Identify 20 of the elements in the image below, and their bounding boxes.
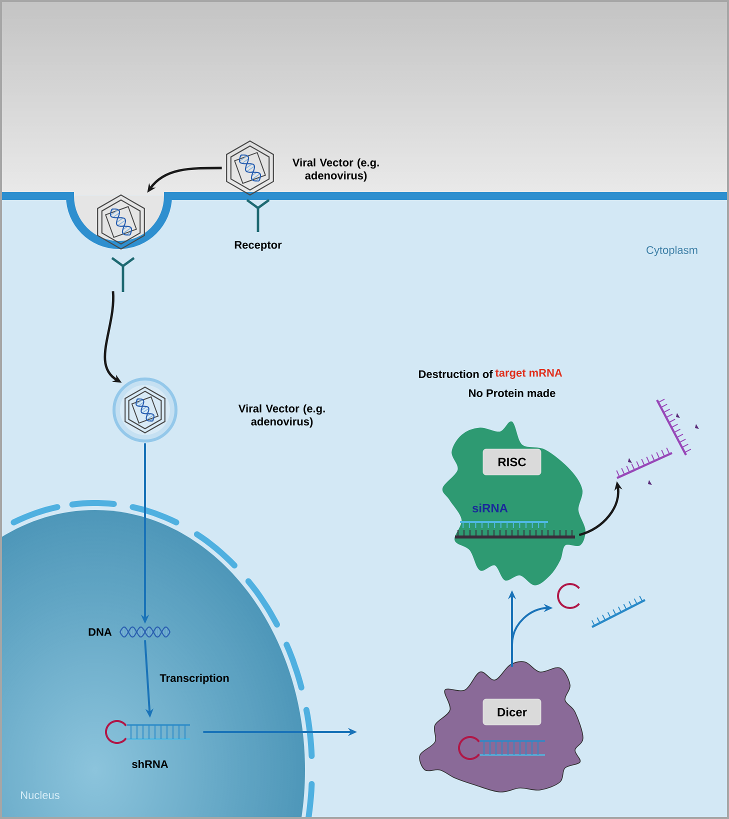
edge-label: Transcription — [160, 674, 229, 684]
vesicle-drawing — [112, 378, 178, 442]
text-label: Cytoplasm — [646, 246, 698, 256]
text-label: No Protein made — [469, 388, 556, 398]
text-label: Viral Vector (e.g. adenovirus) — [292, 158, 379, 182]
virus-drawing — [97, 194, 145, 292]
degraded-mrna-drawing — [616, 398, 699, 485]
text-label: target mRNA — [495, 369, 562, 379]
strand-label: siRNA — [472, 504, 508, 512]
label-box: Dicer — [482, 698, 542, 726]
text-label: Destruction of — [418, 370, 493, 378]
rna-fragments-drawing — [557, 583, 646, 628]
text-label: Viral Vector (e.g. adenovirus) — [238, 404, 325, 428]
shrna-drawing — [105, 720, 190, 744]
dna-drawing — [120, 626, 170, 638]
text-label: shRNA — [132, 760, 168, 768]
virus-drawing — [226, 140, 274, 232]
text-label: Nucleus — [21, 790, 60, 800]
label-box: RISC — [482, 448, 542, 476]
text-label: Receptor — [234, 241, 282, 251]
